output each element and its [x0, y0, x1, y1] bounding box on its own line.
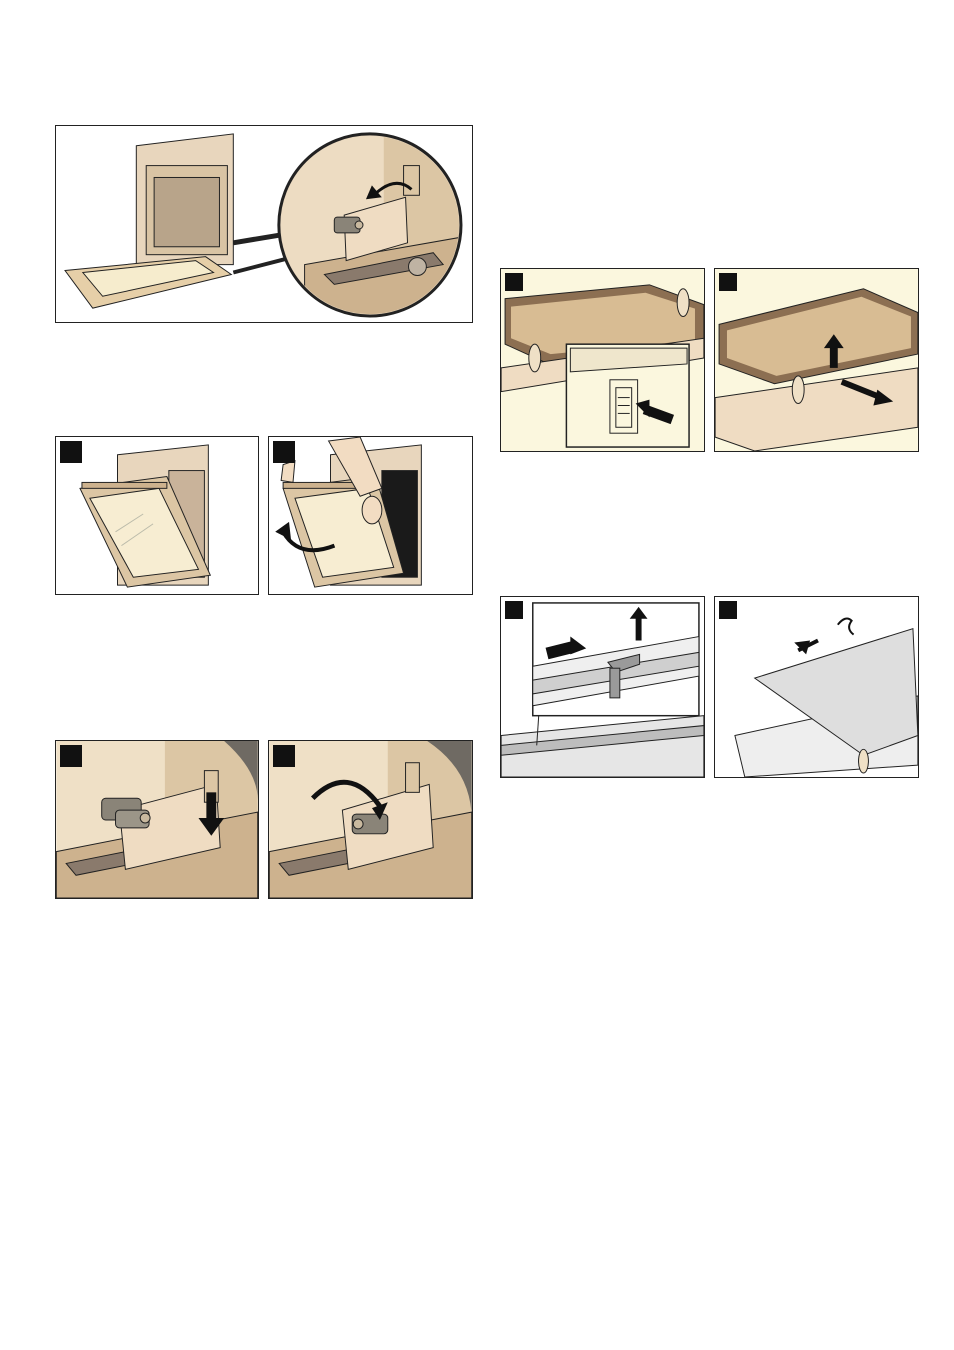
glass-clip-illustration — [501, 269, 704, 451]
figure-glass-clip — [500, 268, 705, 452]
hinge-press-illustration — [56, 741, 258, 898]
door-open-illustration — [56, 437, 258, 594]
glass-lift-illustration — [715, 269, 918, 451]
figure-door-lift — [268, 436, 473, 595]
figure-seal-clip — [500, 596, 705, 778]
step-marker-badge — [273, 745, 295, 767]
step-marker-badge — [60, 441, 82, 463]
hinge-overview-illustration — [56, 126, 472, 322]
seal-clip-illustration — [501, 597, 704, 777]
figure-glass-lift — [714, 268, 919, 452]
figure-hinge-press — [55, 740, 259, 899]
step-marker-badge — [273, 441, 295, 463]
step-marker-badge — [505, 601, 523, 619]
figure-door-open — [55, 436, 259, 595]
step-marker-badge — [505, 273, 523, 291]
door-lift-illustration — [269, 437, 472, 594]
step-marker-badge — [719, 601, 737, 619]
figure-hinge-rotate — [268, 740, 473, 899]
step-marker-badge — [719, 273, 737, 291]
hinge-rotate-illustration — [269, 741, 472, 898]
seal-remove-illustration — [715, 597, 918, 777]
figure-seal-remove — [714, 596, 919, 778]
figure-hinge-overview — [55, 125, 473, 323]
step-marker-badge — [60, 745, 82, 767]
